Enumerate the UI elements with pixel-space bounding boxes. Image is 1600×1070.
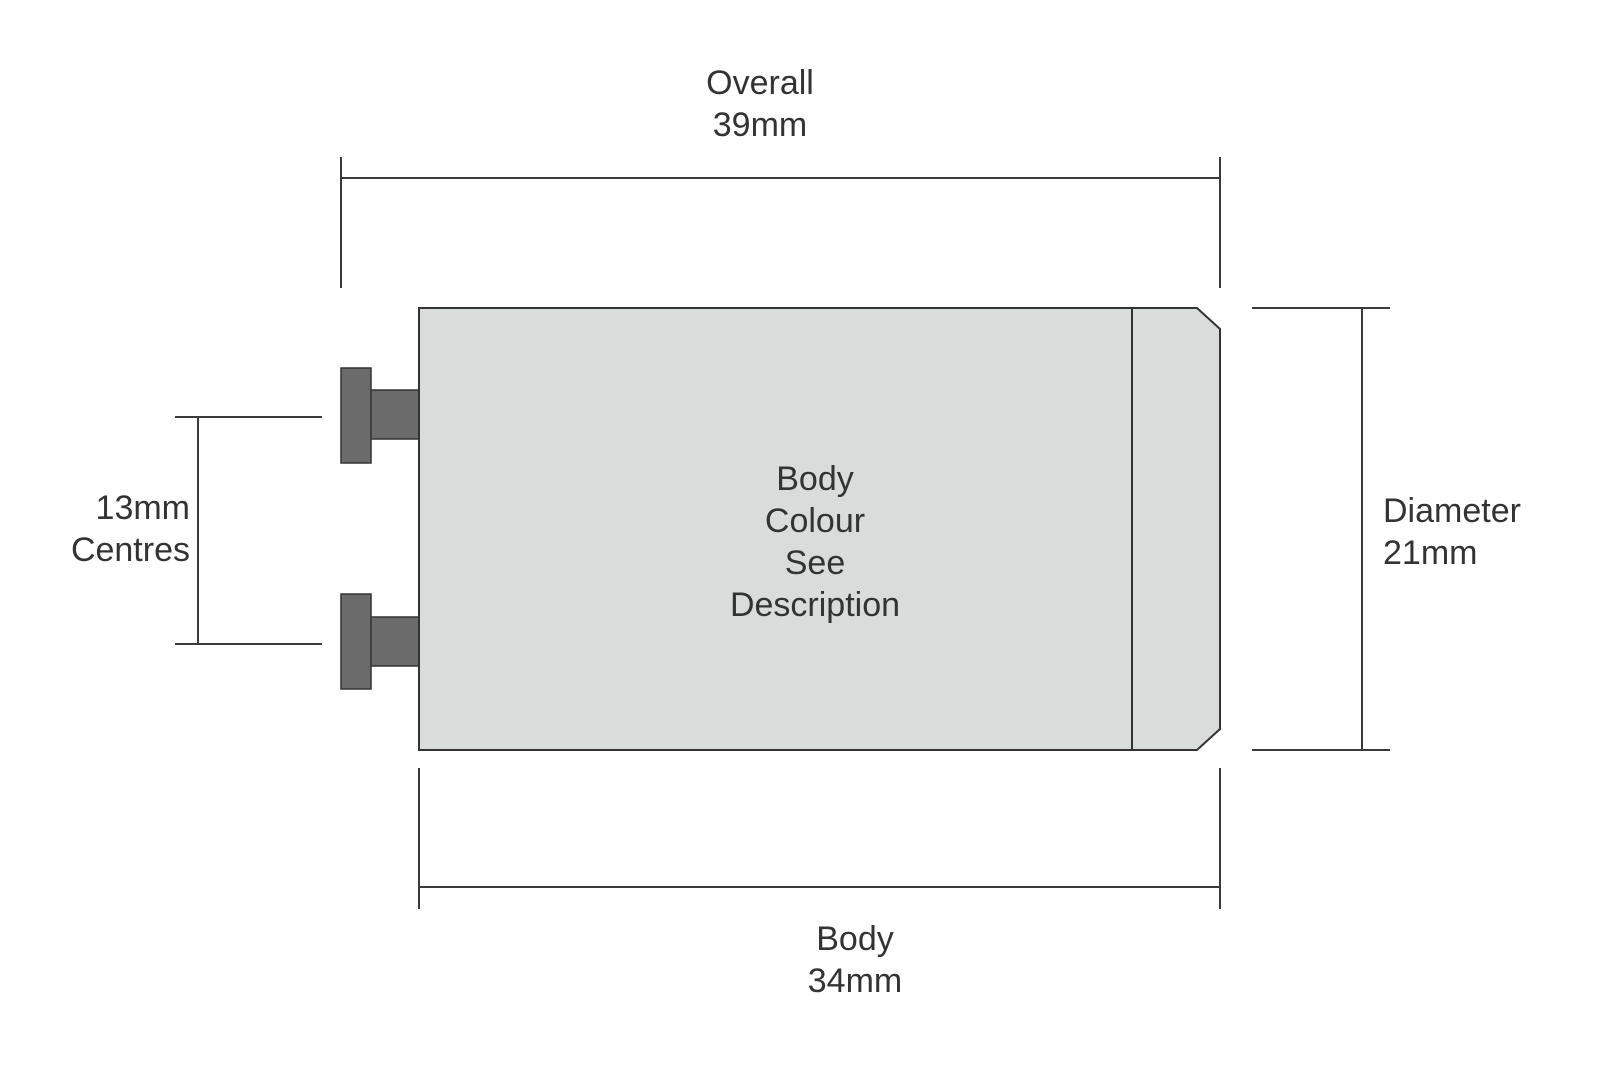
pin-head <box>340 593 372 690</box>
diameter-dimension <box>1252 307 1390 751</box>
pin-top <box>340 367 420 464</box>
centres-dimension <box>175 416 322 645</box>
overall-dimension <box>340 157 1221 288</box>
diameter-label-title: Diameter <box>1383 492 1521 530</box>
body-length-label-value: 34mm <box>807 962 903 1000</box>
lamp-body <box>418 307 1221 751</box>
diameter-label-value: 21mm <box>1383 534 1478 572</box>
pin-head <box>340 367 372 464</box>
body-length-label-title: Body <box>816 920 894 958</box>
body-dimension <box>418 768 1221 909</box>
overall-label-value: 39mm <box>712 106 808 144</box>
body-colour-line-1: Body <box>776 460 854 498</box>
pin-shaft <box>369 616 420 667</box>
body-length-label: Body 34mm <box>755 918 955 1002</box>
body-colour-line-2: Colour <box>764 502 866 540</box>
overall-label-title: Overall <box>706 64 814 102</box>
diameter-label: Diameter 21mm <box>1383 490 1583 574</box>
body-colour-line-3: See <box>784 544 846 582</box>
centres-label: 13mm Centres <box>0 487 190 571</box>
body-colour-line-4: Description <box>729 586 901 624</box>
pin-bottom <box>340 593 420 690</box>
overall-label: Overall 39mm <box>660 62 860 146</box>
centres-label-title: Centres <box>70 531 190 569</box>
body-colour-label: Body Colour See Description <box>665 458 965 626</box>
pin-shaft <box>369 389 420 440</box>
centres-label-value: 13mm <box>95 489 190 527</box>
lamp-body-outline <box>418 307 1221 751</box>
